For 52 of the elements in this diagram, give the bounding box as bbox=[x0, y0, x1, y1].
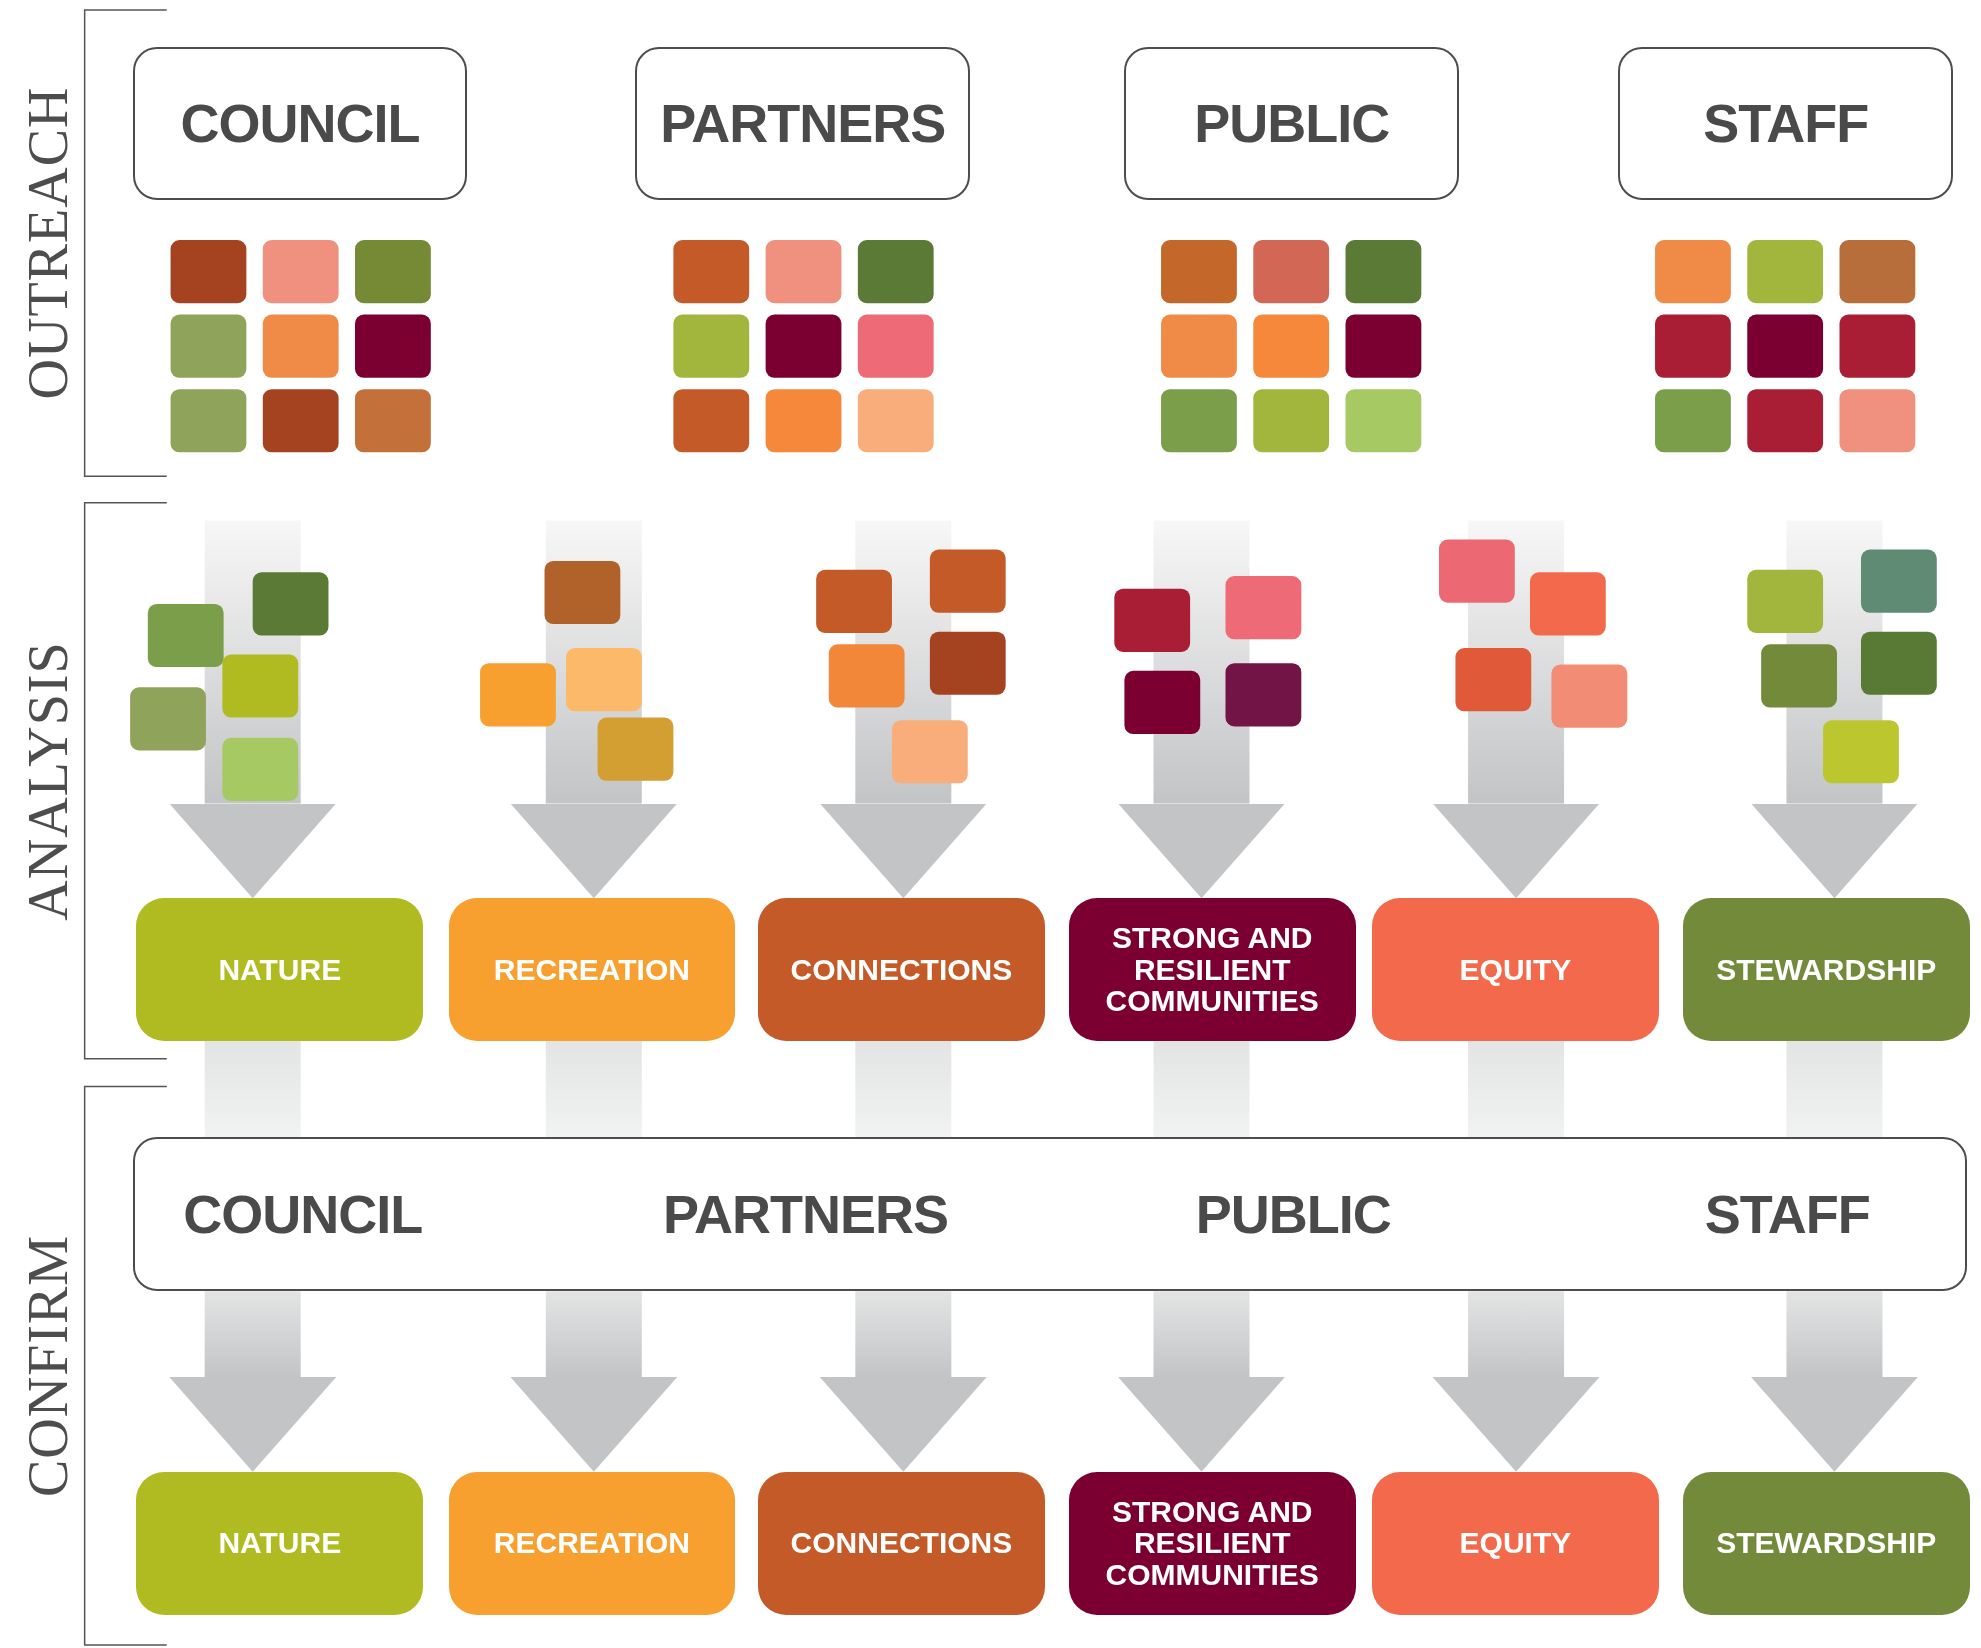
group-label: PARTNERS bbox=[663, 1183, 949, 1246]
group-box bbox=[132, 46, 468, 200]
category-label: EQUITY bbox=[1459, 1527, 1572, 1559]
category-label: STRONG AND RESILIENT COMMUNITIES bbox=[1104, 1495, 1320, 1591]
category-box bbox=[1068, 1471, 1356, 1615]
section-label: CONFIRM bbox=[16, 1234, 80, 1497]
section-label: OUTREACH bbox=[16, 86, 80, 400]
arrow bbox=[1118, 1291, 1285, 1472]
arrow bbox=[1432, 520, 1600, 899]
category-box bbox=[448, 1471, 736, 1615]
arrow bbox=[819, 520, 987, 899]
arrow bbox=[819, 1291, 987, 1472]
group-box bbox=[1618, 46, 1954, 200]
category-box bbox=[758, 898, 1045, 1041]
arrow bbox=[510, 520, 678, 899]
group-label: STAFF bbox=[1704, 1183, 1870, 1246]
arrow bbox=[1432, 1291, 1600, 1472]
group-label: COUNCIL bbox=[180, 92, 420, 155]
category-label: NATURE bbox=[218, 1527, 342, 1559]
category-box bbox=[1682, 898, 1970, 1041]
category-box bbox=[1682, 1471, 1970, 1615]
category-label: STRONG AND RESILIENT COMMUNITIES bbox=[1104, 922, 1320, 1017]
category-box bbox=[448, 898, 736, 1041]
group-label: PUBLIC bbox=[1195, 1183, 1391, 1246]
group-label: COUNCIL bbox=[183, 1183, 423, 1246]
category-box bbox=[1372, 1471, 1659, 1615]
category-label: STEWARDSHIP bbox=[1716, 1527, 1937, 1559]
category-box bbox=[1068, 898, 1356, 1041]
category-label: STEWARDSHIP bbox=[1716, 953, 1937, 986]
category-label: NATURE bbox=[218, 953, 342, 986]
group-label: STAFF bbox=[1703, 92, 1869, 155]
arrow bbox=[1118, 520, 1285, 899]
group-label: PARTNERS bbox=[660, 92, 946, 155]
section-label: ANALYSIS bbox=[16, 641, 80, 921]
category-label: RECREATION bbox=[493, 1527, 690, 1559]
arrow bbox=[1751, 1291, 1918, 1472]
group-box bbox=[1124, 46, 1460, 200]
category-label: RECREATION bbox=[493, 953, 690, 986]
category-label: CONNECTIONS bbox=[790, 953, 1013, 986]
group-label: PUBLIC bbox=[1194, 92, 1390, 155]
arrow bbox=[510, 1291, 678, 1472]
category-box bbox=[136, 898, 424, 1041]
category-label: EQUITY bbox=[1459, 953, 1572, 986]
arrow bbox=[169, 520, 337, 899]
category-box bbox=[1372, 898, 1659, 1041]
category-box bbox=[758, 1471, 1045, 1615]
category-label: CONNECTIONS bbox=[790, 1527, 1013, 1559]
arrow bbox=[169, 1291, 337, 1472]
group-box bbox=[635, 46, 971, 200]
group-band bbox=[132, 1137, 1968, 1292]
arrow bbox=[1751, 520, 1918, 899]
category-box bbox=[136, 1471, 424, 1615]
